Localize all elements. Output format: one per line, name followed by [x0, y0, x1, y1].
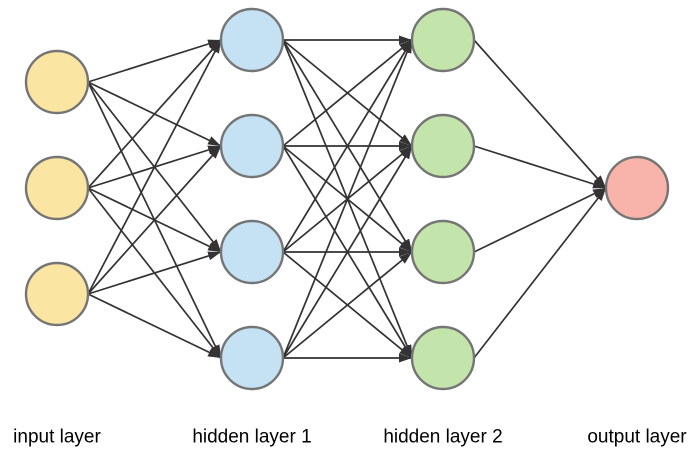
edge-hidden1-to-hidden2 [282, 39, 413, 147]
edge-input-to-hidden1 [87, 293, 222, 359]
edge-input-to-hidden1 [87, 39, 222, 189]
edge-input-to-hidden1 [87, 39, 222, 295]
node-hidden1 [219, 113, 285, 179]
node-input [24, 155, 90, 221]
edge-hidden2-to-output [473, 187, 607, 253]
edge-hidden1-to-hidden2 [282, 145, 413, 359]
node-hidden2 [410, 325, 476, 391]
node-input [24, 261, 90, 327]
label-input-layer: input layer [13, 426, 101, 448]
edge-input-to-hidden1 [87, 145, 222, 295]
edge-hidden2-to-output [473, 145, 607, 189]
node-hidden2 [410, 7, 476, 73]
node-hidden2 [410, 113, 476, 179]
node-hidden1 [219, 7, 285, 73]
edge-hidden1-to-hidden2 [282, 251, 413, 359]
edge-input-to-hidden1 [87, 39, 222, 83]
edge-hidden2-to-output [473, 39, 607, 189]
label-hidden-layer-1: hidden layer 1 [192, 426, 312, 448]
label-output-layer: output layer [587, 426, 687, 448]
node-hidden1 [219, 325, 285, 391]
node-hidden1 [219, 219, 285, 285]
edge-hidden1-to-hidden2 [282, 39, 413, 253]
edge-input-to-hidden1 [87, 251, 222, 295]
edge-hidden2-to-output [473, 187, 607, 359]
node-input [24, 49, 90, 115]
edge-hidden1-to-hidden2 [282, 39, 413, 359]
label-hidden-layer-2: hidden layer 2 [383, 426, 503, 448]
node-output [604, 155, 670, 221]
node-hidden2 [410, 219, 476, 285]
